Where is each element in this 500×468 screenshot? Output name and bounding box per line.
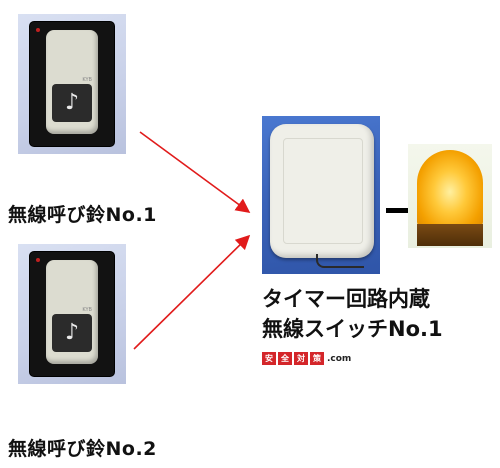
wireless-switch-photo — [262, 116, 380, 274]
switch-cable — [316, 254, 364, 268]
warning-lamp-icon — [408, 144, 492, 248]
logo-char: 全 — [278, 352, 292, 365]
arrow-from-transmitter-2 — [133, 234, 251, 350]
logo-char: 策 — [310, 352, 324, 365]
transmitter-brand: KYB — [82, 307, 92, 313]
transmitter-button: KYB ♪ — [46, 260, 98, 364]
transmitter-2-label: 無線呼び鈴No.2 — [8, 438, 157, 460]
lamp-dome — [417, 150, 483, 226]
led-indicator — [36, 258, 40, 262]
switch-panel — [283, 138, 363, 244]
site-logo: 安 全 対 策 .com — [262, 352, 351, 365]
led-indicator — [36, 28, 40, 32]
transmitter-1-label: 無線呼び鈴No.1 — [8, 204, 157, 226]
arrow-from-transmitter-1 — [139, 131, 251, 213]
receiver-label: タイマー回路内蔵 無線スイッチNo.1 — [262, 284, 443, 344]
doorbell-transmitter-1-photo: KYB ♪ — [18, 14, 126, 154]
logo-char: 安 — [262, 352, 276, 365]
connector-line — [386, 208, 410, 213]
transmitter-button: KYB ♪ — [46, 30, 98, 134]
transmitter-brand: KYB — [82, 77, 92, 83]
transmitter-housing: KYB ♪ — [30, 22, 114, 146]
music-note-icon: ♪ — [52, 314, 92, 352]
switch-plate — [270, 124, 374, 258]
transmitter-housing: KYB ♪ — [30, 252, 114, 376]
music-note-icon: ♪ — [52, 84, 92, 122]
doorbell-transmitter-2-photo: KYB ♪ — [18, 244, 126, 384]
lamp-base — [417, 224, 483, 246]
receiver-label-line1: タイマー回路内蔵 — [262, 287, 430, 311]
receiver-label-line2: 無線スイッチNo.1 — [262, 317, 443, 341]
logo-domain: .com — [327, 353, 352, 364]
logo-char: 対 — [294, 352, 308, 365]
